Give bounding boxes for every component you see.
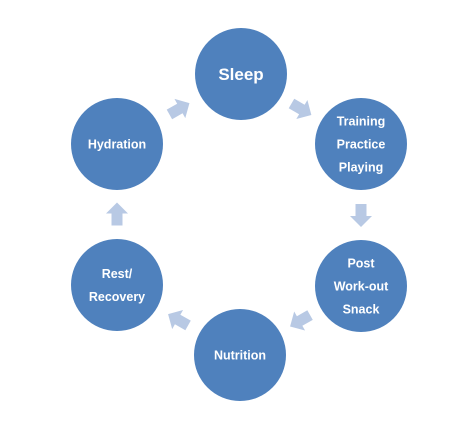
node-circle-training [315, 98, 407, 190]
arrow-nutrition-to-rest-recovery [168, 309, 191, 331]
arrow-hydration-to-sleep [166, 98, 190, 120]
node-sleep: Sleep [195, 28, 287, 120]
nodes-layer: SleepTrainingPracticePlayingPostWork-out… [71, 28, 407, 401]
node-label-training-line-2: Playing [339, 161, 383, 175]
node-label-rest-recovery-line-1: Recovery [89, 290, 145, 304]
node-nutrition: Nutrition [194, 309, 286, 401]
arrows-layer [106, 98, 372, 331]
node-label-post-workout-snack-line-0: Post [347, 257, 375, 271]
node-label-post-workout-snack-line-1: Work-out [334, 280, 389, 294]
node-circle-hydration [71, 98, 163, 190]
node-label-training-line-0: Training [337, 115, 386, 129]
node-hydration: Hydration [71, 98, 163, 190]
node-circle-sleep [195, 28, 287, 120]
node-label-sleep-line-0: Sleep [218, 65, 263, 84]
node-circle-nutrition [194, 309, 286, 401]
node-rest-recovery: Rest/Recovery [71, 239, 163, 331]
node-label-nutrition-line-0: Nutrition [214, 349, 266, 363]
node-label-training-line-1: Practice [337, 138, 386, 152]
arrow-post-workout-snack-to-nutrition [290, 310, 313, 331]
node-label-hydration-line-0: Hydration [88, 138, 146, 152]
node-circle-rest-recovery [71, 239, 163, 331]
arrow-training-to-post-workout-snack [350, 204, 372, 227]
arrow-rest-recovery-to-hydration [106, 202, 128, 226]
node-label-post-workout-snack-line-2: Snack [343, 303, 380, 317]
arrow-sleep-to-training [288, 98, 312, 120]
node-circle-post-workout-snack [315, 240, 407, 332]
node-label-rest-recovery-line-0: Rest/ [102, 267, 133, 281]
